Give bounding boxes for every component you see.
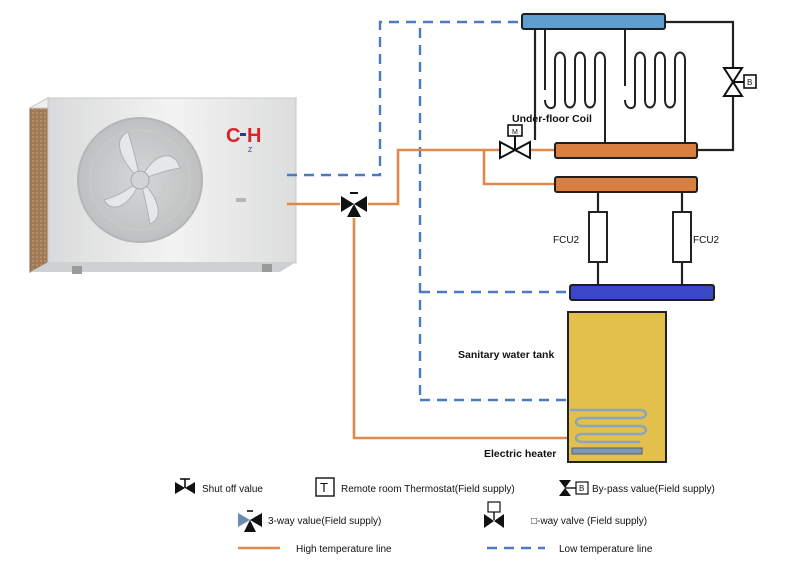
unit-foot-left	[72, 266, 82, 274]
coil-right-end	[624, 60, 636, 110]
low-temp-line-outer	[287, 20, 522, 177]
electric-heater-label: Electric heater	[484, 448, 556, 460]
legend-three-way-icon	[238, 510, 262, 532]
electric-heater-element	[571, 447, 643, 455]
unit-badge	[236, 198, 246, 202]
top-exchanger-bar	[521, 13, 666, 30]
legend-high-temp-label: High temperature line	[296, 544, 392, 555]
underfloor-manifold-bar	[554, 142, 698, 159]
legend-low-temp-label: Low temperature line	[559, 544, 653, 555]
fcu-left-label: FCU2	[553, 235, 580, 246]
thermostat-icon: T	[315, 477, 335, 497]
tank-heating-coil	[570, 408, 648, 444]
two-way-valve-actuator-mark: M	[512, 129, 518, 136]
legend-bypass-icon: B	[559, 480, 589, 496]
logo-letter-c: C	[226, 125, 240, 147]
legend-thermostat-label: Remote room Thermostat(Field supply)	[341, 484, 515, 495]
legend-shutoff-label: Shut off value	[202, 484, 263, 495]
fcu-manifold-bar	[554, 176, 698, 193]
coil-right	[624, 28, 686, 142]
high-temp-lines	[287, 148, 570, 440]
legend-two-way-label: □-way valve (Field supply)	[531, 516, 647, 527]
three-way-valve-icon	[341, 192, 367, 217]
fcu-right-label: FCU2	[693, 235, 720, 246]
high-temp-line-to-tank	[352, 218, 570, 440]
brand-logo: C H Z	[226, 125, 261, 154]
logo-sub-mark: Z	[248, 147, 253, 154]
coil-left-end	[544, 60, 556, 110]
return-manifold-bar	[569, 284, 715, 301]
high-temp-line-to-valve	[368, 148, 500, 206]
outdoor-unit: C H Z	[28, 97, 298, 274]
bypass-valve-icon: B	[722, 67, 757, 97]
supply-pipes	[533, 20, 735, 287]
unit-side-grille	[29, 97, 49, 273]
sanitary-water-tank	[567, 311, 667, 463]
fcu-unit-right	[672, 211, 692, 263]
coil-left	[544, 28, 606, 142]
legend-bypass-box: B	[579, 484, 584, 493]
pipe-right-return	[697, 96, 735, 152]
fan-icon	[77, 117, 203, 243]
legend-bypass-label: By-pass value(Field supply)	[592, 484, 715, 495]
legend: Shut off value T Remote room Thermostat(…	[175, 477, 715, 555]
low-temp-lines	[287, 20, 568, 402]
shutoff-valve-icon	[175, 478, 195, 494]
legend-two-way-icon	[484, 501, 504, 528]
thermostat-symbol: T	[320, 480, 328, 495]
bypass-valve-mark: B	[747, 78, 752, 87]
logo-letter-h: H	[247, 125, 261, 147]
unit-base	[30, 262, 296, 272]
sanitary-tank-label: Sanitary water tank	[458, 349, 554, 361]
underfloor-coils	[544, 28, 686, 142]
two-way-valve-icon: M	[499, 124, 531, 160]
pipe-top-right	[665, 20, 735, 68]
unit-foot-right	[262, 264, 272, 272]
fcu-unit-left	[588, 211, 608, 263]
legend-three-way-label: 3-way value(Field supply)	[268, 516, 381, 527]
high-temp-line-branch	[482, 150, 555, 186]
logo-dash	[240, 133, 246, 136]
underfloor-coil-label: Under-floor Coil	[512, 113, 592, 125]
